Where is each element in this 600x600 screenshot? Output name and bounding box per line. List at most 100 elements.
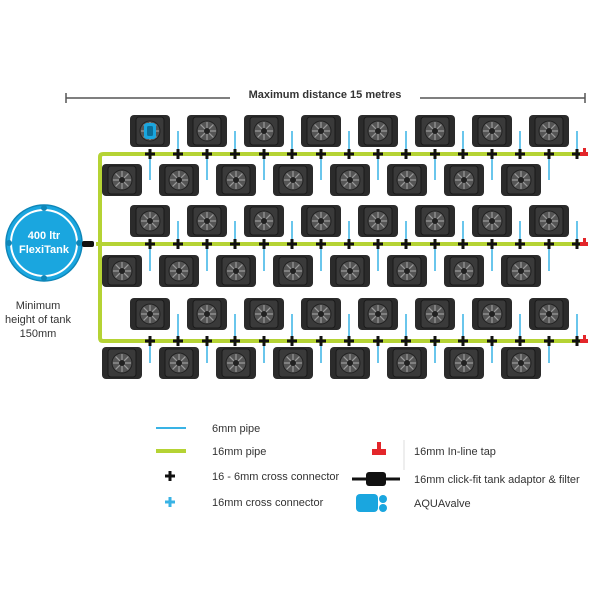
pot-icon <box>500 254 542 288</box>
pot-icon <box>329 163 371 197</box>
cross-connector-black-icon <box>165 471 175 481</box>
pot-icon <box>500 346 542 380</box>
cross-connector-icon <box>259 239 269 249</box>
pot-icon <box>186 297 228 331</box>
legend-16-6mm-cross: 16 - 6mm cross connector <box>212 471 339 483</box>
cross-connector-icon <box>544 149 554 159</box>
pot-icon <box>300 114 342 148</box>
pot-icon <box>101 254 143 288</box>
cross-connector-icon <box>373 239 383 249</box>
cross-connector-icon <box>173 239 183 249</box>
pot-icon <box>158 163 200 197</box>
pot-icon <box>386 346 428 380</box>
cross-connector-icon <box>202 149 212 159</box>
pot-icon <box>300 204 342 238</box>
distance-indicator: Maximum distance 15 metres <box>65 88 586 103</box>
cross-connector-icon <box>487 239 497 249</box>
cross-connector-icon <box>458 239 468 249</box>
pot-icon <box>129 204 171 238</box>
pot-icon <box>414 297 456 331</box>
distance-label: Maximum distance 15 metres <box>249 89 402 101</box>
cross-connector-icon <box>430 149 440 159</box>
pot-icon <box>272 254 314 288</box>
cross-connector-icon <box>202 336 212 346</box>
pot-icon <box>186 204 228 238</box>
pot-icon <box>158 254 200 288</box>
cross-connector-icon <box>344 336 354 346</box>
pot-icon <box>215 163 257 197</box>
cross-connector-icon <box>344 149 354 159</box>
pot-icon <box>243 204 285 238</box>
aquavalve-icon <box>144 123 156 139</box>
pot-icon <box>443 254 485 288</box>
pot-icon <box>528 297 570 331</box>
cross-connector-icon <box>430 336 440 346</box>
cross-connector-icon <box>373 149 383 159</box>
cross-connector-icon <box>515 336 525 346</box>
legend-aquavalve: AQUAvalve <box>414 498 471 510</box>
tank-note-line3: 150mm <box>20 328 57 340</box>
cross-connector-icon <box>401 336 411 346</box>
pot-icon <box>471 297 513 331</box>
cross-connector-icon <box>145 149 155 159</box>
pot-icon <box>528 204 570 238</box>
cross-connector-icon <box>259 336 269 346</box>
cross-connector-icon <box>316 149 326 159</box>
pot-icon <box>500 163 542 197</box>
legend-tank-adaptor-icon <box>352 472 400 486</box>
cross-connector-icon <box>202 239 212 249</box>
cross-connector-icon <box>287 149 297 159</box>
cross-connector-icon <box>316 239 326 249</box>
tank-note: Minimum height of tank 150mm <box>5 300 72 340</box>
cross-connector-icon <box>344 239 354 249</box>
flexitank: 400 ltr FlexiTank <box>5 204 83 282</box>
pot-icon <box>101 163 143 197</box>
tank-note-line2: height of tank <box>5 314 72 326</box>
pot-icon <box>300 297 342 331</box>
cross-connector-icon <box>145 336 155 346</box>
pot-icon <box>414 204 456 238</box>
tank-type: FlexiTank <box>19 244 70 256</box>
cross-connector-icon <box>458 336 468 346</box>
cross-connector-icon <box>173 149 183 159</box>
cross-connector-icon <box>458 149 468 159</box>
inline-tap-icon <box>580 148 588 343</box>
cross-connector-icon <box>515 239 525 249</box>
cross-connector-icon <box>515 149 525 159</box>
cross-connector-icon <box>373 336 383 346</box>
pot-icon <box>186 114 228 148</box>
pot-icon <box>528 114 570 148</box>
pot-icon <box>357 204 399 238</box>
legend-tank-adaptor: 16mm click-fit tank adaptor & filter <box>414 474 580 486</box>
pot-icon <box>272 346 314 380</box>
pot-icon <box>158 346 200 380</box>
legend-16mm-cross: 16mm cross connector <box>212 497 324 509</box>
cross-connector-icon <box>544 239 554 249</box>
cross-connector-icon <box>230 149 240 159</box>
pot-icon <box>329 346 371 380</box>
legend-aquavalve-icon <box>356 494 387 512</box>
tank-capacity: 400 ltr <box>28 230 61 242</box>
pot-icon <box>443 346 485 380</box>
legend-tap-icon <box>372 442 386 455</box>
pot-icon <box>471 204 513 238</box>
pot-icon <box>243 114 285 148</box>
cross-connector-icon <box>401 149 411 159</box>
pot-icon <box>329 254 371 288</box>
pot-icon <box>101 346 143 380</box>
cross-connector-icon <box>287 239 297 249</box>
pot-icon <box>272 163 314 197</box>
legend-16mm-pipe: 16mm pipe <box>212 446 266 458</box>
cross-connector-icon <box>316 336 326 346</box>
cross-connector-icon <box>287 336 297 346</box>
cross-connector-icon <box>173 336 183 346</box>
pot-icon <box>243 297 285 331</box>
pot-icon <box>414 114 456 148</box>
cross-connector-icon <box>430 239 440 249</box>
cross-connector-icon <box>487 336 497 346</box>
pot-icon <box>357 114 399 148</box>
legend: 6mm pipe 16mm pipe 16 - 6mm cross connec… <box>156 423 580 512</box>
pot-icon <box>357 297 399 331</box>
cross-connector-icon <box>259 149 269 159</box>
